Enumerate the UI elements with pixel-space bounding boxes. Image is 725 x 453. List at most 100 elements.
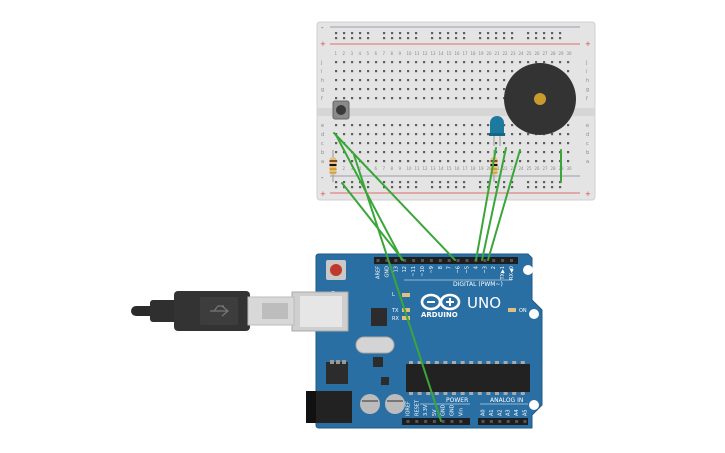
digital-pin-hole[interactable] xyxy=(492,259,496,262)
breadboard-hole xyxy=(487,142,490,145)
breadboard-hole xyxy=(359,142,362,145)
digital-pin-hole[interactable] xyxy=(421,259,424,262)
resistor-left-band-2 xyxy=(329,164,337,166)
breadboard-hole xyxy=(495,70,498,73)
digital-pin-hole[interactable] xyxy=(483,259,487,262)
digital-pin-hole[interactable] xyxy=(376,259,380,262)
breadboard-hole xyxy=(511,70,514,73)
digital-pin-hole[interactable] xyxy=(456,259,460,262)
digital-pin-label: 13 xyxy=(393,266,399,272)
analog-pin-hole[interactable] xyxy=(523,420,527,423)
usb-chip xyxy=(371,308,387,326)
chip-pin xyxy=(426,392,431,395)
wire-led-to-pin6[interactable] xyxy=(475,147,497,261)
wire-buzzer-to-pin4[interactable] xyxy=(487,149,521,261)
breadboard-hole xyxy=(407,79,410,82)
power-pin-hole[interactable] xyxy=(459,420,463,423)
power-pin-label: GND xyxy=(450,404,456,416)
chip-pin xyxy=(443,392,448,395)
breadboard-hole xyxy=(519,61,522,64)
breadboard-hole xyxy=(455,70,458,73)
column-number-top: 24 xyxy=(519,51,525,56)
chip-pin xyxy=(452,392,456,395)
digital-pin-label: ~5 xyxy=(465,266,471,273)
column-number-top: 28 xyxy=(551,51,557,56)
rail-hole xyxy=(503,181,506,184)
breadboard-hole xyxy=(391,160,394,163)
power-pin-hole[interactable] xyxy=(441,420,445,423)
breadboard-hole xyxy=(471,160,474,163)
digital-pin-hole[interactable] xyxy=(510,259,513,262)
rail-hole xyxy=(343,181,346,184)
rail-hole xyxy=(447,181,450,184)
power-pin-hole[interactable] xyxy=(406,420,410,423)
power-pin-hole[interactable] xyxy=(415,420,419,423)
digital-pin-hole[interactable] xyxy=(412,259,416,262)
power-pin-hole[interactable] xyxy=(424,420,428,423)
capacitor-2 xyxy=(385,394,405,414)
breadboard-hole xyxy=(559,61,562,64)
analog-header-holes xyxy=(481,420,527,423)
row-letter-left: a xyxy=(321,159,324,165)
analog-pin-hole[interactable] xyxy=(515,420,519,423)
breadboard-hole xyxy=(455,133,458,136)
digital-pin-hole[interactable] xyxy=(385,259,389,262)
chip-pin xyxy=(512,392,517,395)
breadboard-hole xyxy=(423,61,426,64)
digital-pin-hole[interactable] xyxy=(501,259,505,262)
column-number-bottom: 16 xyxy=(455,166,461,171)
usb-cable xyxy=(131,291,295,331)
pushbutton[interactable] xyxy=(332,100,350,120)
arduino-model: UNO xyxy=(467,294,501,312)
rail-plus-bottom-left: + xyxy=(320,190,326,198)
digital-pin-hole[interactable] xyxy=(465,259,469,262)
resistor-left-band-1 xyxy=(329,160,337,162)
digital-pin-hole[interactable] xyxy=(447,259,451,262)
analog-pin-hole[interactable] xyxy=(498,420,502,423)
column-number-bottom: 25 xyxy=(527,166,533,171)
rail-hole xyxy=(495,32,498,35)
wire-button-to-gnd[interactable] xyxy=(335,134,403,261)
digital-pin-hole[interactable] xyxy=(429,259,433,262)
power-pin-hole[interactable] xyxy=(450,420,454,423)
rail-hole xyxy=(439,32,442,35)
wire-led-to-pin5[interactable] xyxy=(481,147,507,261)
power-pin-hole[interactable] xyxy=(432,420,436,423)
analog-pin-hole[interactable] xyxy=(506,420,510,423)
rail-hole xyxy=(487,181,490,184)
digital-pin-label: GND xyxy=(384,266,390,278)
reset-button[interactable] xyxy=(330,264,342,276)
rail-hole xyxy=(535,32,538,35)
breadboard-hole xyxy=(407,88,410,91)
analog-pin-hole[interactable] xyxy=(489,420,493,423)
breadboard-hole xyxy=(439,151,442,154)
column-number-bottom: 19 xyxy=(479,166,485,171)
power-label: POWER xyxy=(446,397,468,404)
digital-pin-hole[interactable] xyxy=(438,259,442,262)
breadboard-hole xyxy=(383,151,386,154)
digital-pin-hole[interactable] xyxy=(394,259,398,262)
column-number-bottom: 30 xyxy=(567,166,573,171)
breadboard-hole xyxy=(519,142,522,145)
wire-5v-to-breadboard[interactable] xyxy=(353,154,442,422)
breadboard-hole xyxy=(447,61,450,64)
breadboard-hole xyxy=(423,124,426,127)
breadboard-hole xyxy=(447,79,450,82)
chip-pin xyxy=(520,392,525,395)
breadboard-hole xyxy=(463,88,466,91)
rail-hole xyxy=(511,37,514,40)
analog-pin-hole[interactable] xyxy=(481,420,485,423)
rail-hole xyxy=(455,37,458,40)
chip-pin xyxy=(503,392,508,395)
breadboard-hole xyxy=(527,151,530,154)
rail-hole xyxy=(479,37,482,40)
digital-pin-hole[interactable] xyxy=(403,259,407,262)
chip-pin xyxy=(495,361,499,364)
wire-resistor-to-gnd[interactable] xyxy=(341,182,404,261)
rail-hole xyxy=(335,186,338,189)
breadboard-hole xyxy=(431,61,434,64)
rail-hole xyxy=(343,32,346,35)
pushbutton-cap[interactable] xyxy=(336,105,346,115)
breadboard-hole xyxy=(463,133,466,136)
